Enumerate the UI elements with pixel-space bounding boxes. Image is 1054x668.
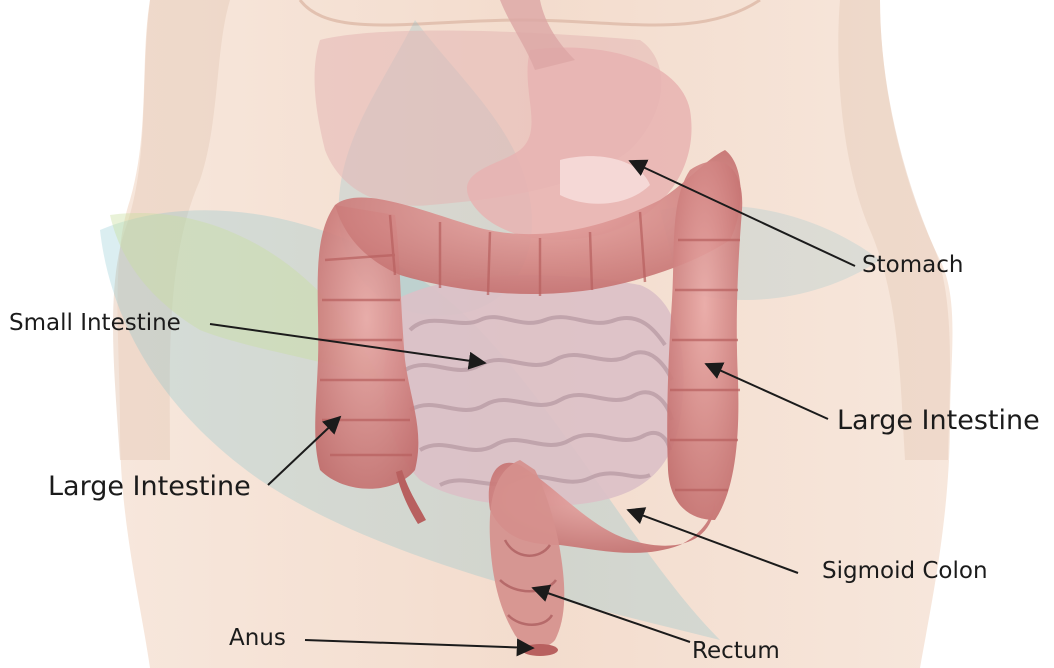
anus-organ	[522, 644, 558, 656]
large-intestine-left-label: Large Intestine	[48, 473, 251, 500]
anus-label: Anus	[229, 627, 286, 650]
stomach-label: Stomach	[862, 254, 963, 277]
small-intestine-label: Small Intestine	[9, 312, 181, 335]
rectum-label: Rectum	[692, 640, 780, 663]
sigmoid-colon-label: Sigmoid Colon	[822, 560, 988, 583]
large-intestine-right-label: Large Intestine	[837, 407, 1040, 434]
